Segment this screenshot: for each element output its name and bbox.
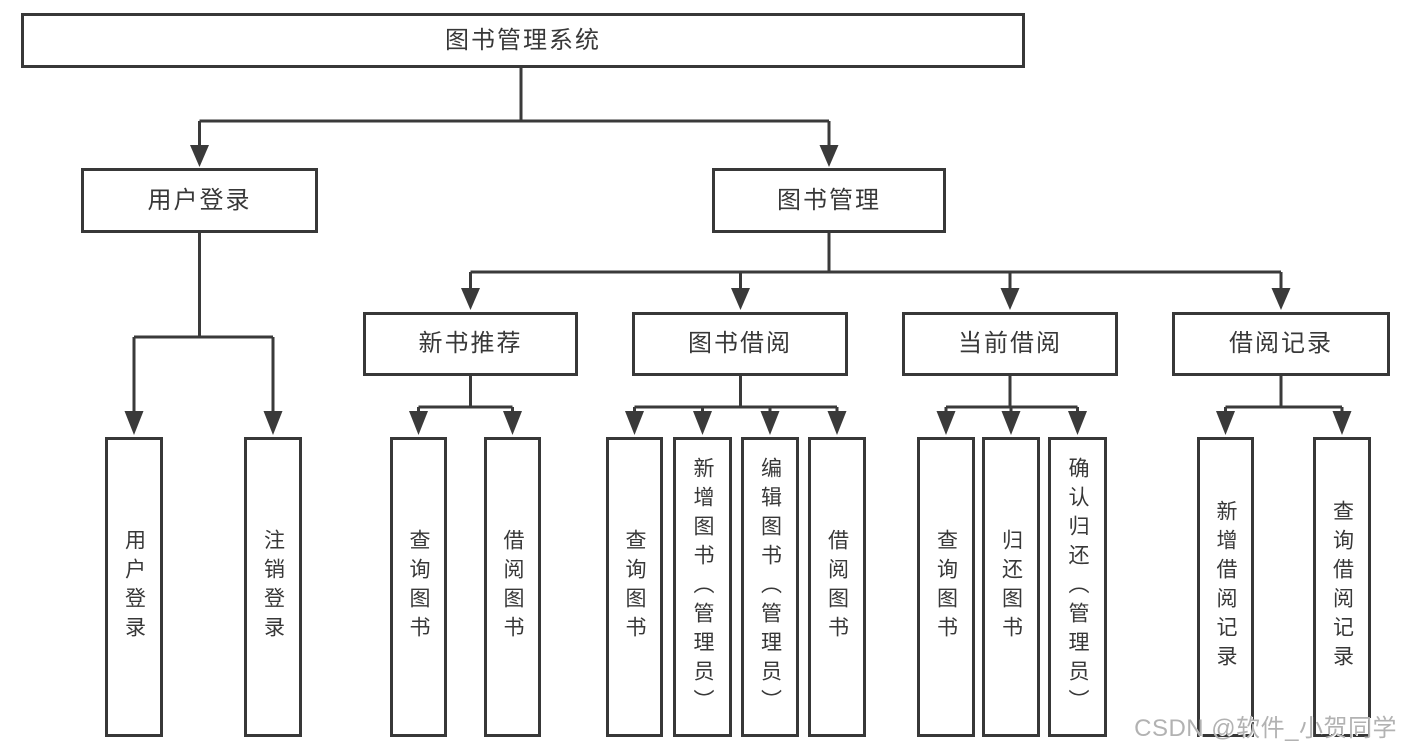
node-book-borrowing: 图书借阅	[632, 312, 848, 376]
node-current-borrowing: 当前借阅	[902, 312, 1118, 376]
leaf-borrow-books-borrowing: 借阅图书	[808, 437, 866, 737]
leaf-edit-book-admin: 编辑图书（管理员）	[741, 437, 799, 737]
node-borrowing-records: 借阅记录	[1172, 312, 1390, 376]
csdn-watermark: CSDN @软件_小贺同学	[1134, 715, 1397, 742]
arrowhead-icons	[124, 145, 1352, 435]
leaf-query-books-current: 查询图书	[917, 437, 975, 737]
tree-edges	[132, 68, 1344, 412]
leaf-query-books-borrowing: 查询图书	[606, 437, 663, 737]
node-user-login: 用户登录	[81, 168, 318, 233]
leaf-logout: 注销登录	[244, 437, 302, 737]
leaf-add-borrow-record: 新增借阅记录	[1197, 437, 1254, 737]
leaf-user-login: 用户登录	[105, 437, 163, 737]
leaf-add-book-admin: 新增图书（管理员）	[673, 437, 732, 737]
node-library-management-system: 图书管理系统	[21, 13, 1025, 68]
leaf-return-books: 归还图书	[982, 437, 1040, 737]
leaf-confirm-return-admin: 确认归还（管理员）	[1048, 437, 1107, 737]
node-new-book-recommendation: 新书推荐	[363, 312, 578, 376]
node-book-management: 图书管理	[712, 168, 946, 233]
leaf-query-borrow-record: 查询借阅记录	[1313, 437, 1371, 737]
leaf-borrow-books-recommend: 借阅图书	[484, 437, 541, 737]
leaf-query-books-recommend: 查询图书	[390, 437, 447, 737]
